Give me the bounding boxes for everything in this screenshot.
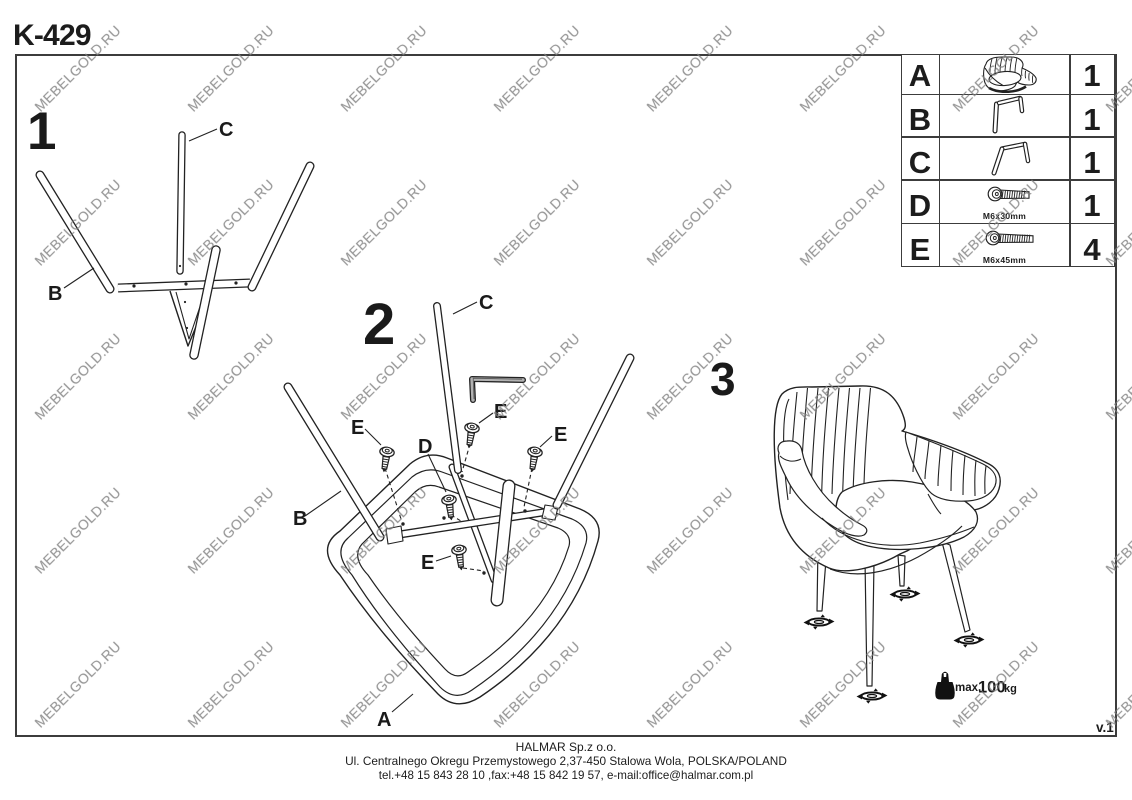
svg-text:B: B [48, 283, 62, 305]
svg-text:C: C [479, 292, 493, 314]
svg-text:3: 3 [710, 353, 736, 405]
svg-text:E: E [554, 424, 567, 446]
svg-text:C: C [219, 119, 233, 141]
svg-text:E: E [494, 401, 507, 423]
svg-text:max.: max. [955, 682, 981, 694]
svg-text:B: B [293, 508, 307, 530]
svg-text:E: E [421, 552, 434, 574]
svg-text:A: A [377, 709, 391, 731]
svg-text:2: 2 [363, 292, 395, 357]
svg-text:D: D [418, 436, 432, 458]
svg-text:kg: kg [1004, 683, 1017, 695]
svg-text:100: 100 [978, 679, 1006, 697]
svg-text:E: E [351, 417, 364, 439]
svg-text:1: 1 [27, 102, 56, 161]
